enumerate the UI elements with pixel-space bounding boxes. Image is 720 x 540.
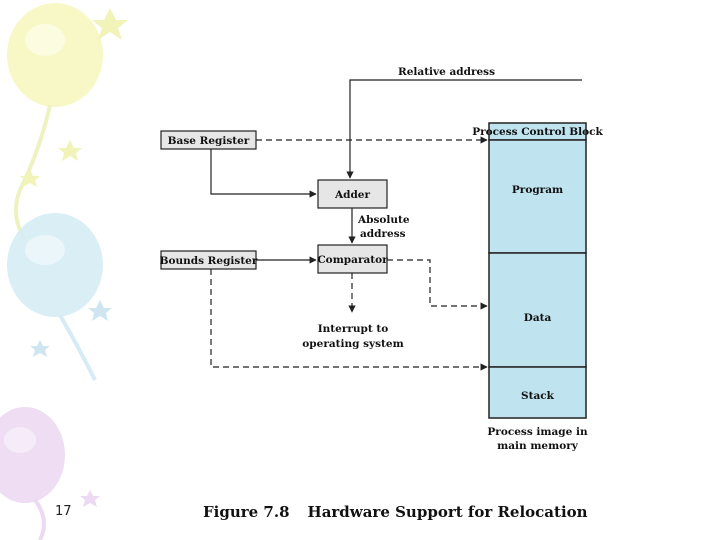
balloon-decoration xyxy=(0,3,128,540)
bounds-register-label: Bounds Register xyxy=(160,255,258,267)
bounds-to-stack-dashed xyxy=(210,269,488,371)
relative-address-label: Relative address xyxy=(398,66,495,78)
stack-label: Stack xyxy=(521,390,555,402)
adder-label: Adder xyxy=(334,189,371,201)
stack-segment xyxy=(488,366,587,419)
process-image xyxy=(488,122,587,419)
data-label: Data xyxy=(524,312,552,324)
blue-balloon xyxy=(7,213,103,317)
relative-address-line xyxy=(346,79,582,179)
interrupt-label-2: operating system xyxy=(302,338,403,350)
comparator-label: Comparator xyxy=(317,254,388,266)
program-label: Program xyxy=(512,184,563,196)
base-register-label: Base Register xyxy=(168,135,250,147)
figure-caption: Figure 7.8 Hardware Support for Relocatio… xyxy=(203,503,588,521)
process-image-label-2: main memory xyxy=(497,440,579,452)
interrupt-label-1: Interrupt to xyxy=(318,323,388,335)
slide-number: 17 xyxy=(55,504,72,519)
absolute-address-label-2: address xyxy=(360,228,406,240)
data-segment xyxy=(488,252,587,368)
base-to-adder-line xyxy=(210,149,317,198)
figure-title: Hardware Support for Relocation xyxy=(307,503,588,521)
program-segment xyxy=(488,139,587,254)
absolute-address-label-1: Absolute xyxy=(357,214,410,226)
comparator-to-data-dashed xyxy=(387,259,488,310)
figure-number: Figure 7.8 xyxy=(203,503,290,521)
pcb-label: Process Control Block xyxy=(472,126,603,138)
process-image-label-1: Process image in xyxy=(487,426,588,438)
